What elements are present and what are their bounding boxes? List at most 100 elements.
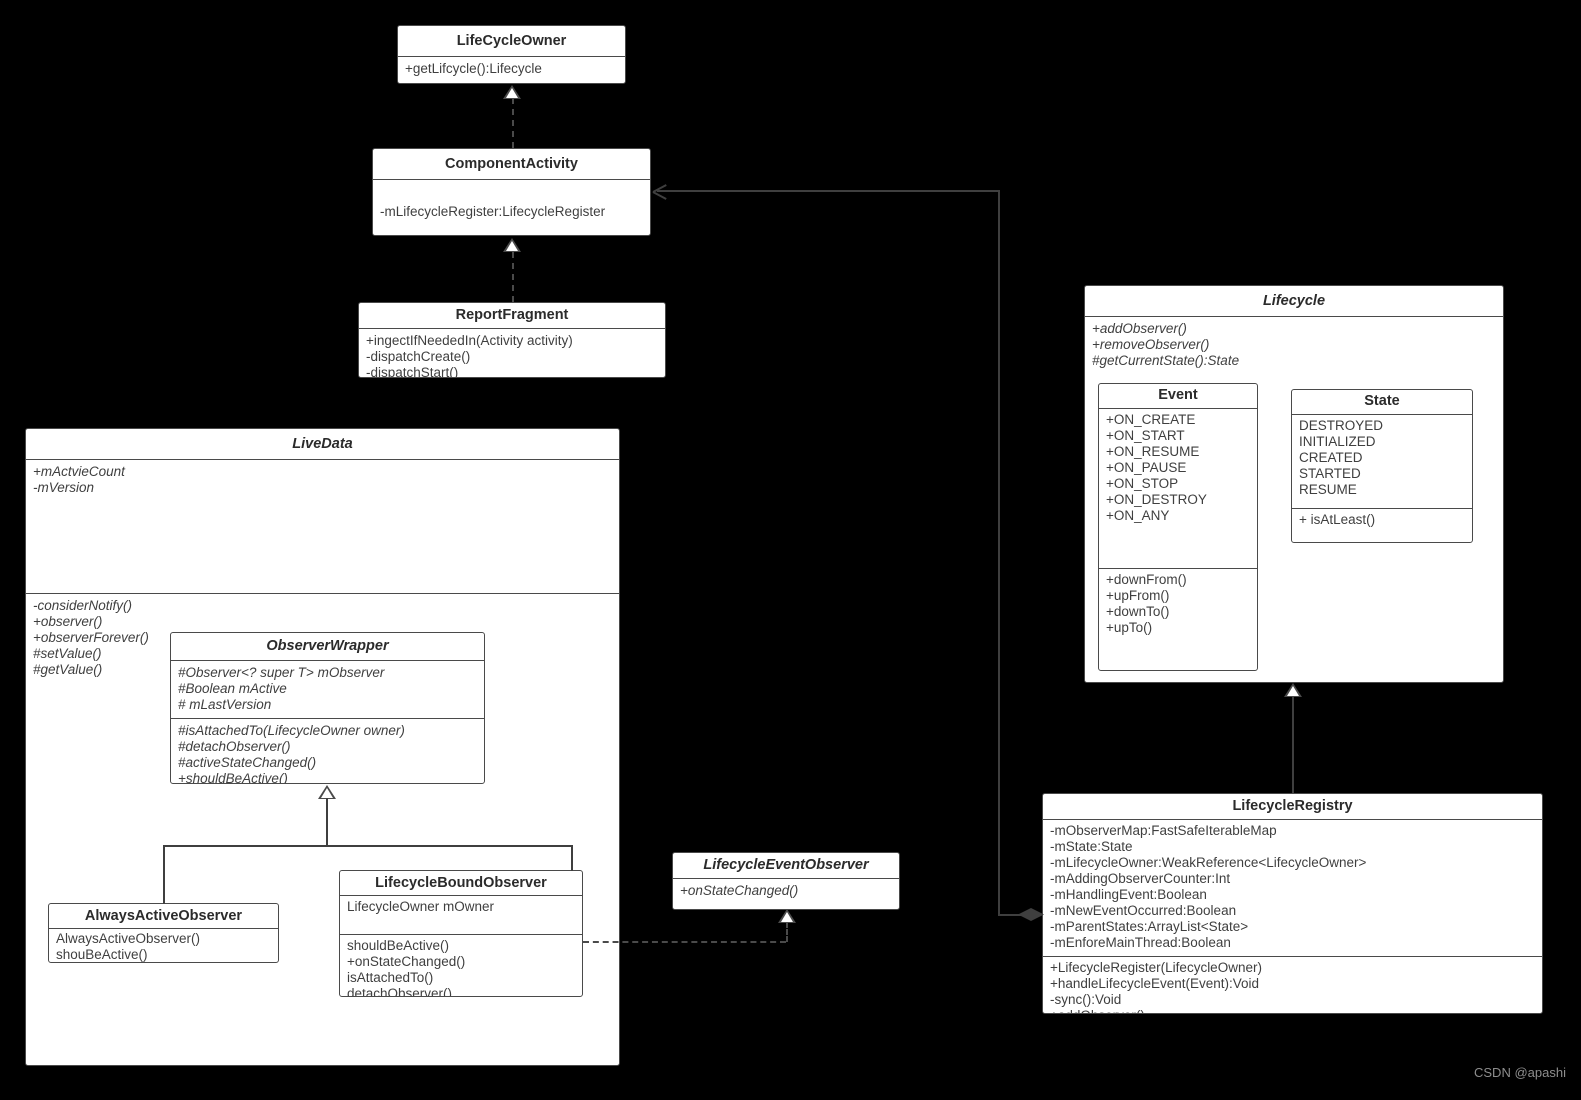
member-row: #getCurrentState():State [1092,353,1240,368]
member-row: +ON_START [1106,428,1185,443]
member-row: # mLastVersion [178,697,272,712]
member-row: #Boolean mActive [178,681,287,696]
class-title-event: Event [1158,387,1198,403]
composition-diamond-icon [1018,908,1044,921]
member-row: +handleLifecycleEvent(Event):Void [1050,976,1260,991]
generalization-arrowhead-icon [503,238,521,252]
member-row: RESUME [1299,482,1357,497]
member-row: DESTROYED [1299,418,1384,433]
class-methods-reportfragment: +ingectIfNeededIn(Activity activity) -di… [359,328,665,378]
relation-line-segment [326,798,328,846]
member-row: #activeStateChanged() [178,755,317,770]
member-row: shouldBeActive() [347,938,450,953]
class-title-lifecycleboundobserver: LifecycleBoundObserver [375,875,547,891]
class-attributes-livedata: +mActvieCount -mVersion [26,459,619,593]
member-row: -dispatchCreate() [366,349,471,364]
member-row: #Observer<? super T> mObserver [178,665,385,680]
class-methods-lifecycleregistry: +LifecycleRegister(LifecycleOwner) +hand… [1043,956,1542,1013]
relation-line-segment [163,845,573,847]
relation-reportfragment-componentactivity [512,252,514,302]
class-box-observerwrapper[interactable]: ObserverWrapper #Observer<? super T> mOb… [170,632,485,784]
member-row: +observerForever() [33,630,149,645]
class-methods-lifecycleboundobserver: shouldBeActive() +onStateChanged() isAtt… [340,934,582,997]
relation-lifecycleregistry-componentactivity [998,190,1000,915]
class-title-reportfragment: ReportFragment [455,307,569,323]
relation-line-segment [998,914,1026,916]
member-row: -mLifecycleRegister:LifecycleRegister [380,204,606,219]
member-row: -mState:State [1050,839,1133,854]
class-attributes-componentactivity: -mLifecycleRegister:LifecycleRegister [373,179,650,225]
relation-line-segment [657,190,999,192]
class-box-alwaysactiveobserver[interactable]: AlwaysActiveObserver AlwaysActiveObserve… [48,903,279,963]
member-row: +upFrom() [1106,588,1170,603]
member-row: + isAtLeast() [1299,512,1376,527]
member-row: -mHandlingEvent:Boolean [1050,887,1207,902]
member-row: +onStateChanged() [347,954,466,969]
member-row: +ON_STOP [1106,476,1179,491]
class-box-reportfragment[interactable]: ReportFragment +ingectIfNeededIn(Activit… [358,302,666,378]
class-box-lifecycleowner[interactable]: LifeCycleOwner +getLifcycle():Lifecycle [397,25,626,84]
class-box-event[interactable]: Event +ON_CREATE +ON_START +ON_RESUME +O… [1098,383,1258,671]
class-methods-livedata: -considerNotify() +observer() +observerF… [26,593,619,683]
class-box-lifecycleregistry[interactable]: LifecycleRegistry -mObserverMap:FastSafe… [1042,793,1543,1014]
class-attributes-state: DESTROYED INITIALIZED CREATED STARTED RE… [1292,414,1472,508]
class-box-lifecycleboundobserver[interactable]: LifecycleBoundObserver LifecycleOwner mO… [339,870,583,997]
class-title-lifecycleeventobserver: LifecycleEventObserver [703,857,869,873]
member-row: shouBeActive() [56,947,148,962]
member-row: +shouldBeActive() [178,771,288,784]
member-row: -mLifecycleOwner:WeakReference<Lifecycle… [1050,855,1367,870]
class-title-componentactivity: ComponentActivity [445,156,578,172]
member-row: CREATED [1299,450,1363,465]
member-row: +ON_RESUME [1106,444,1200,459]
member-row: AlwaysActiveObserver() [56,931,201,946]
relation-alwaysactiveobserver-observerwrapper [163,845,165,904]
member-row: #getValue() [33,662,103,677]
member-row: -mNewEventOccurred:Boolean [1050,903,1237,918]
member-row: -mAddingObserverCounter:Int [1050,871,1231,886]
relation-line-segment [786,922,788,942]
member-row: +addObserver() [1092,321,1187,336]
member-row: -mParentStates:ArrayList<State> [1050,919,1249,934]
member-row: STARTED [1299,466,1361,481]
relation-lifecycleboundobserver-observerwrapper [571,845,573,871]
class-title-state: State [1364,393,1400,409]
class-attributes-observerwrapper: #Observer<? super T> mObserver #Boolean … [171,660,484,718]
generalization-arrowhead-icon [318,785,336,799]
member-row: -mVersion [33,480,95,495]
class-title-alwaysactiveobserver: AlwaysActiveObserver [84,908,243,924]
class-title-livedata: LiveData [292,436,353,452]
class-box-lifecycleeventobserver[interactable]: LifecycleEventObserver +onStateChanged() [672,852,900,910]
member-row: isAttachedTo() [347,970,434,985]
class-methods-alwaysactiveobserver: AlwaysActiveObserver() shouBeActive() [49,928,278,962]
class-methods-lifecycle: +addObserver() +removeObserver() #getCur… [1085,316,1503,374]
class-title-lifecycleregistry: LifecycleRegistry [1232,798,1353,814]
generalization-arrowhead-icon [778,909,796,923]
member-row: +ON_PAUSE [1106,460,1187,475]
member-row: +getLifcycle():Lifecycle [405,61,542,76]
class-methods-event: +downFrom() +upFrom() +downTo() +upTo() [1099,568,1257,641]
member-row: detachObserver() [347,986,453,997]
generalization-arrowhead-icon [1284,683,1302,697]
relation-lifecycleregistry-lifecycle [1292,697,1294,793]
class-box-state[interactable]: State DESTROYED INITIALIZED CREATED STAR… [1291,389,1473,543]
member-row: -dispatchStart() [366,365,459,378]
member-row: +addObserver() [1050,1008,1535,1013]
member-row: +upTo() [1106,620,1153,635]
member-row: +ON_ANY [1106,508,1170,523]
member-row: #setValue() [33,646,102,661]
watermark-label: CSDN @apashi [1474,1065,1566,1080]
class-title-lifecycleowner: LifeCycleOwner [456,33,567,49]
member-row: +onStateChanged() [680,883,799,898]
member-row: +LifecycleRegister(LifecycleOwner) [1050,960,1262,975]
member-row: +mActvieCount [33,464,125,479]
member-row: +removeObserver() [1092,337,1210,352]
class-attributes-lifecycleboundobserver: LifecycleOwner mOwner [340,895,582,934]
class-attributes-event: +ON_CREATE +ON_START +ON_RESUME +ON_PAUS… [1099,408,1257,568]
class-title-lifecycle: Lifecycle [1262,293,1326,309]
class-box-componentactivity[interactable]: ComponentActivity -mLifecycleRegister:Li… [372,148,651,236]
member-row: +ON_DESTROY [1106,492,1207,507]
member-row: -considerNotify() [33,598,133,613]
member-row: +ON_CREATE [1106,412,1196,427]
class-methods-state: + isAtLeast() [1292,508,1472,533]
member-row: +observer() [33,614,103,629]
